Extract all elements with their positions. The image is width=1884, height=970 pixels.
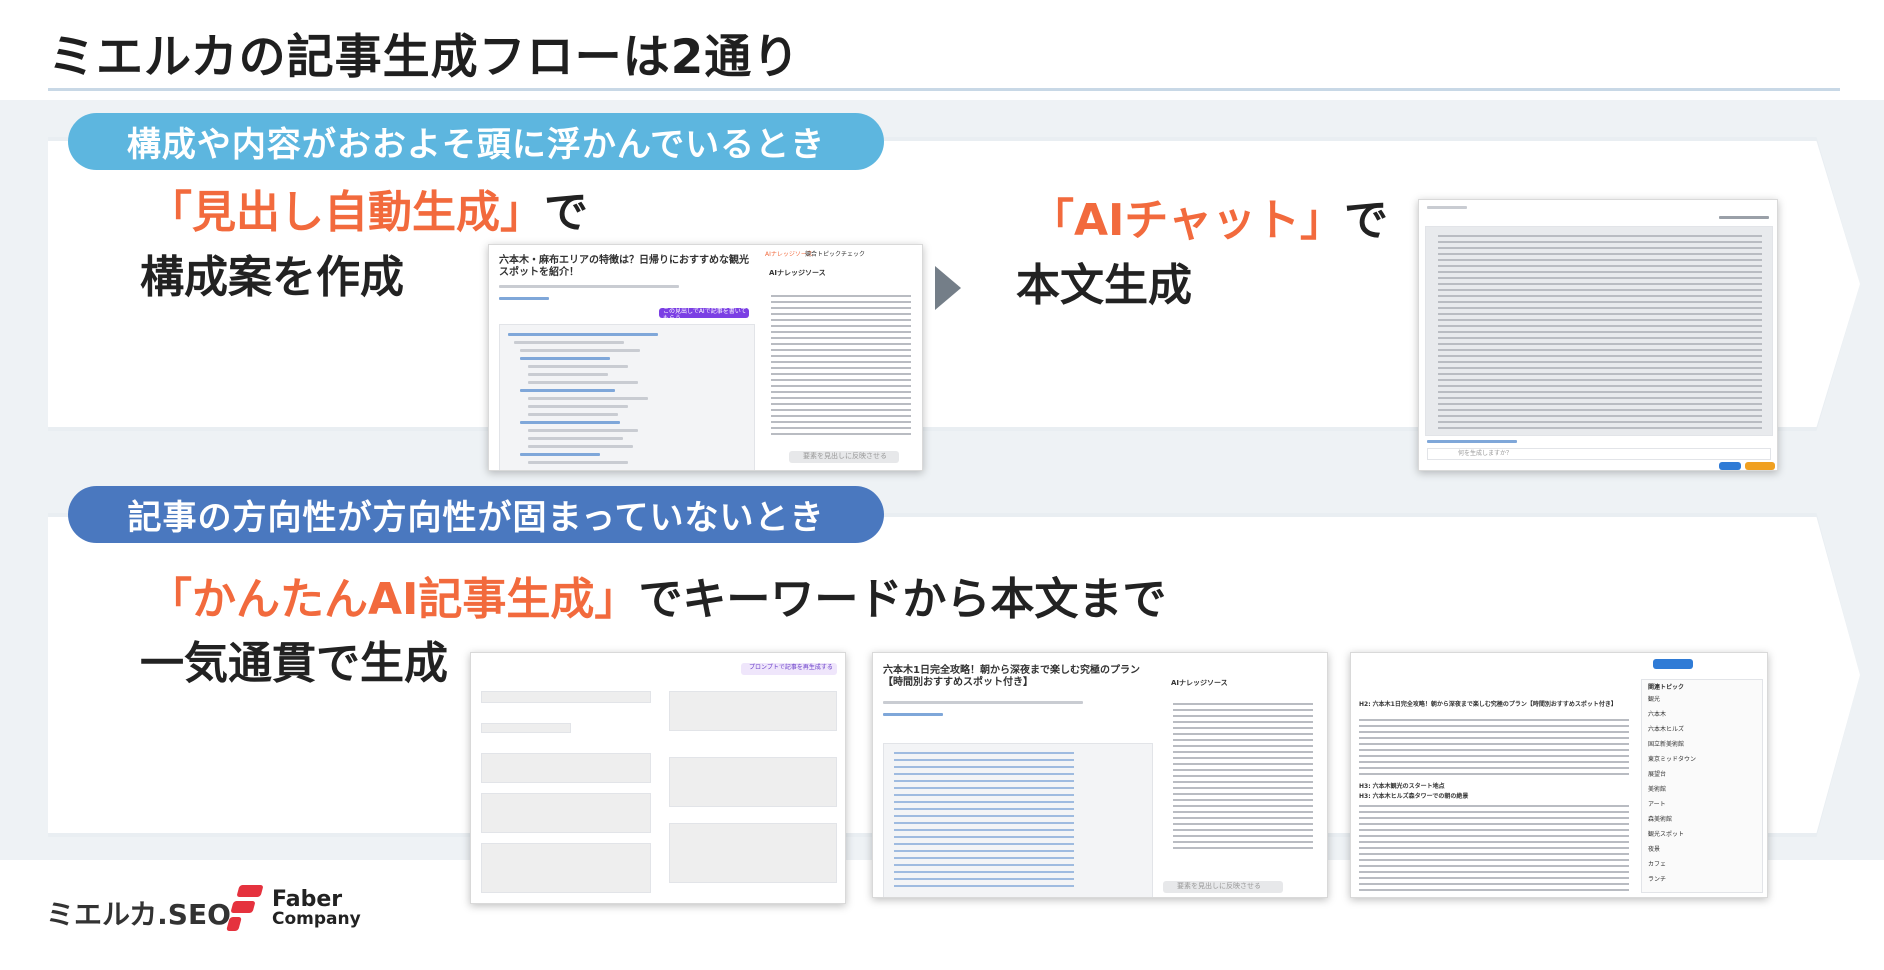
screenshot-article-outline: 六本木1日完全攻略！朝から深夜まで楽しむ究極のプラン【時間別おすすめスポット付き…	[872, 652, 1328, 898]
shot1-panel-heading: AIナレッジソース	[769, 269, 826, 277]
section1-label: 構成や内容がおおよそ頭に浮かんでいるとき	[68, 113, 884, 170]
shot1-tab-competitor[interactable]: 競合トピックチェック	[805, 251, 866, 258]
section2-suffix: でキーワードから本文まで	[638, 574, 1167, 625]
section1-left-suffix: で	[544, 187, 588, 238]
shot5-topic-item: 六本木	[1648, 711, 1667, 718]
section1-right-line2: 本文生成	[1016, 260, 1192, 311]
shot1-outline-pane	[499, 324, 755, 470]
shot5-topic-item: 森美術館	[1648, 816, 1673, 823]
page-title: ミエルカの記事生成フローは2通り	[48, 30, 801, 85]
section2-line2: 一気通貫で生成	[140, 638, 448, 689]
faber-company-logo: Faber Company	[226, 883, 361, 933]
shot5-topic-item: 観光スポット	[1648, 831, 1685, 838]
section1-right-quote: 「AIチャット」	[1030, 195, 1344, 246]
section1-left-heading: 「見出し自動生成」で	[148, 185, 588, 240]
shot5-topic-item: 東京ミッドタウン	[1648, 756, 1697, 763]
shot4-outline-pane	[883, 743, 1153, 897]
shot2-send-button[interactable]	[1719, 462, 1741, 470]
title-divider	[48, 88, 1840, 91]
shot4-apply-button[interactable]: 要素を見出しに反映させる	[1163, 881, 1283, 893]
shot5-topic-item: 夜景	[1648, 846, 1661, 853]
shot5-topic-item: アート	[1648, 801, 1666, 808]
screenshot-ai-chat: 何を生成しますか？	[1418, 199, 1778, 471]
flow-arrow-icon	[935, 266, 961, 310]
section1-left-line2: 構成案を作成	[140, 252, 404, 303]
section1-left-quote: 「見出し自動生成」	[148, 187, 544, 238]
shot5-topic-item: カフェ	[1648, 861, 1667, 868]
shot5-topic-item: 美術館	[1648, 786, 1667, 793]
section2-quote: 「かんたんAI記事生成」	[148, 574, 639, 625]
shot5-h2: H2: 六本木1日完全攻略！朝から深夜まで楽しむ究極のプラン【時間別おすすめスポ…	[1359, 701, 1617, 708]
section2-label: 記事の方向性が方向性が固まっていないとき	[68, 486, 884, 543]
shot1-article-title: 六本木・麻布エリアの特徴は？日帰りにおすすめな観光スポットを紹介！	[499, 255, 749, 278]
shot5-topic-item: 国立新美術館	[1648, 741, 1685, 748]
shot5-topic-item: 観光	[1648, 696, 1661, 703]
shot5-return-button[interactable]	[1653, 659, 1693, 669]
shot2-chat-output	[1425, 226, 1773, 436]
screenshot-heading-generation: 六本木・麻布エリアの特徴は？日帰りにおすすめな観光スポットを紹介！ この見出しで…	[488, 244, 923, 471]
shot1-tab-knowledge[interactable]: AIナレッジソース	[765, 251, 813, 258]
shot5-topic-item: ランチ	[1648, 876, 1667, 883]
section1-right-suffix: で	[1343, 195, 1388, 246]
shot5-h3a: H3: 六本木観光のスタート地点	[1359, 783, 1445, 790]
shot1-write-button[interactable]: この見出しでAIで記事を書いてもらう	[659, 308, 749, 322]
section2-heading: 「かんたんAI記事生成」でキーワードから本文まで	[148, 572, 1166, 627]
section1-right-heading: 「AIチャット」で	[1030, 193, 1388, 248]
shot2-support-button[interactable]	[1745, 462, 1775, 470]
faber-logo-line1: Faber	[272, 886, 343, 912]
shot4-panel-heading: AIナレッジソース	[1171, 679, 1228, 687]
faber-mark-icon	[226, 883, 266, 933]
shot5-h3b: H3: 六本木ヒルズ森タワーでの朝の絶景	[1359, 793, 1469, 800]
shot2-chat-input[interactable]: 何を生成しますか？	[1427, 448, 1771, 460]
shot5-topic-item: 六本木ヒルズ	[1648, 726, 1685, 733]
shot3-regenerate-button[interactable]: プロンプトで記事を再生成する	[741, 663, 837, 675]
faber-logo-line2: Company	[272, 908, 361, 929]
shot1-apply-button[interactable]: 要素を見出しに反映させる	[789, 451, 899, 463]
shot4-article-title: 六本木1日完全攻略！朝から深夜まで楽しむ究極のプラン【時間別おすすめスポット付き…	[883, 665, 1140, 688]
mieruca-logo: ミエルカ.SEO	[46, 898, 231, 931]
shot5-topic-sidebar: 関連トピック 観光六本木六本木ヒルズ国立新美術館東京ミッドタウン展望台美術館アー…	[1641, 679, 1763, 893]
shot5-topic-item: 展望台	[1648, 771, 1667, 778]
screenshot-prompt-settings: プロンプトで記事を再生成する	[470, 652, 846, 904]
screenshot-generated-article: H2: 六本木1日完全攻略！朝から深夜まで楽しむ究極のプラン【時間別おすすめスポ…	[1350, 652, 1768, 898]
